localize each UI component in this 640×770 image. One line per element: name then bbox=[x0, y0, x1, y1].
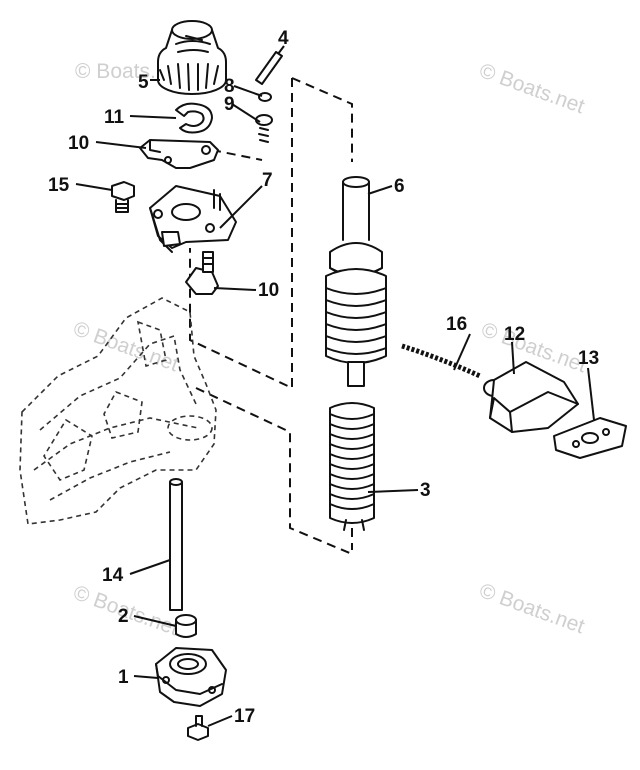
watermark-top-right: © Boats.net bbox=[476, 59, 587, 118]
assembly-guide-lines bbox=[189, 77, 353, 555]
decal-part-13 bbox=[553, 417, 627, 459]
callout-17: 17 bbox=[234, 706, 255, 727]
callout-14: 14 bbox=[102, 565, 124, 586]
rod-part-14 bbox=[169, 478, 183, 611]
watermark-middle-left: © Boats.net bbox=[70, 317, 181, 376]
callout-8: 8 bbox=[224, 76, 235, 97]
callout-6: 6 bbox=[394, 176, 405, 197]
callout-labels: 5 4 8 9 11 10 15 7 6 10 16 12 13 3 14 2 … bbox=[48, 28, 599, 727]
leader-lines bbox=[75, 45, 595, 727]
callout-7: 7 bbox=[262, 170, 273, 191]
ghost-housing bbox=[19, 297, 217, 525]
callout-11: 11 bbox=[104, 107, 125, 128]
callout-1: 1 bbox=[118, 667, 129, 688]
callout-12: 12 bbox=[504, 324, 525, 345]
lever-part-10-upper bbox=[139, 139, 219, 169]
callout-4: 4 bbox=[278, 28, 289, 49]
pin-part-4 bbox=[255, 51, 283, 85]
screw-part-17 bbox=[187, 715, 209, 741]
watermark-bottom-right: © Boats.net bbox=[476, 579, 587, 638]
knob-part-12 bbox=[483, 361, 579, 433]
mounting-plate-part-7 bbox=[149, 185, 237, 253]
snap-ring-part-11 bbox=[175, 102, 213, 134]
callout-3: 3 bbox=[420, 480, 431, 501]
callout-10-lower: 10 bbox=[258, 280, 279, 301]
callout-10-upper: 10 bbox=[68, 133, 89, 154]
gear-part-5 bbox=[157, 20, 227, 95]
callout-2: 2 bbox=[118, 606, 129, 627]
callout-16: 16 bbox=[446, 314, 467, 335]
callout-15: 15 bbox=[48, 175, 70, 196]
washer-part-8 bbox=[258, 92, 272, 102]
spring-part-9 bbox=[255, 114, 273, 143]
bearing-housing-part-1 bbox=[155, 647, 227, 707]
shaft-part-6 bbox=[325, 176, 387, 387]
cam-part-10-lower bbox=[185, 251, 219, 295]
callout-5: 5 bbox=[138, 72, 149, 93]
callout-9: 9 bbox=[224, 94, 235, 115]
bushing-part-2 bbox=[175, 614, 197, 638]
callout-13: 13 bbox=[578, 348, 599, 369]
spring-part-3 bbox=[329, 402, 375, 531]
cable-part-16 bbox=[401, 343, 482, 379]
screw-part-15 bbox=[111, 181, 135, 213]
